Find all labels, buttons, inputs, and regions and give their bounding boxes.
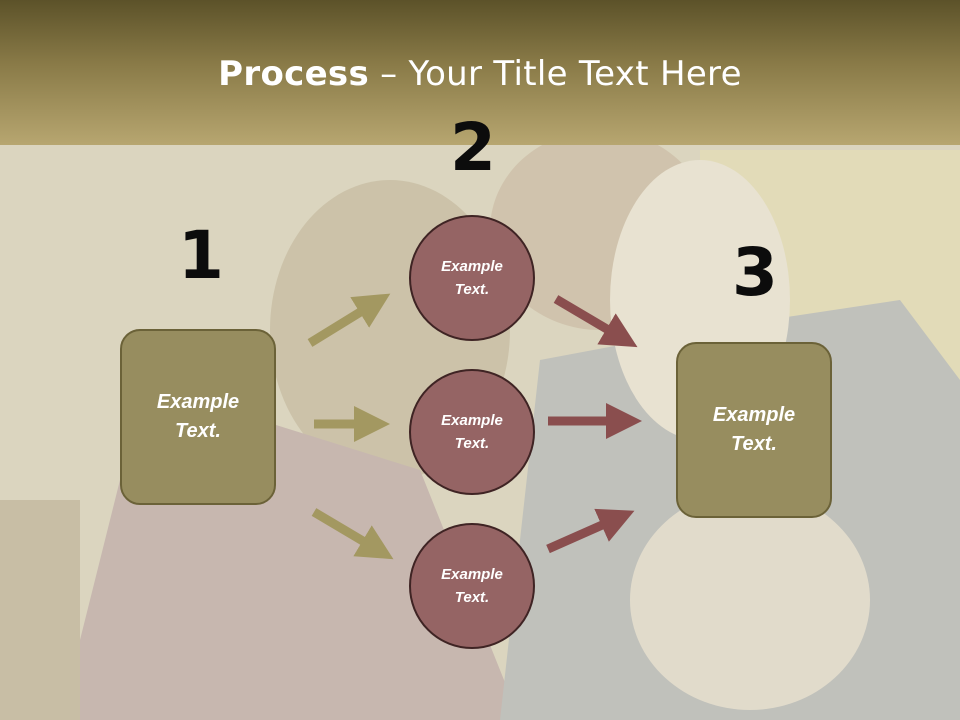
right-box[interactable]: Example Text.	[676, 342, 832, 518]
circle-top-text: Example Text.	[441, 258, 503, 298]
circle-bottom[interactable]: Example Text.	[409, 523, 535, 649]
circle-middle[interactable]: Example Text.	[409, 369, 535, 495]
title-rest: – Your Title Text Here	[369, 54, 742, 94]
title-bold: Process	[218, 54, 370, 94]
left-box[interactable]: Example Text.	[120, 329, 276, 505]
arrow-left-bottom	[311, 508, 394, 560]
step-number-3: 3	[732, 234, 778, 311]
step-number-1: 1	[178, 217, 224, 294]
arrow-left-top	[307, 293, 391, 347]
arrow-right-top	[553, 295, 638, 348]
header-bar	[0, 0, 960, 145]
arrow-right-bottom	[546, 508, 635, 554]
left-box-text: Example Text.	[156, 391, 240, 442]
slide-title: Process – Your Title Text Here	[0, 54, 960, 94]
right-box-text: Example Text.	[712, 404, 796, 455]
circle-top[interactable]: Example Text.	[409, 215, 535, 341]
step-number-2: 2	[450, 109, 496, 186]
circle-middle-text: Example Text.	[441, 412, 503, 452]
circle-bottom-text: Example Text.	[441, 566, 503, 606]
